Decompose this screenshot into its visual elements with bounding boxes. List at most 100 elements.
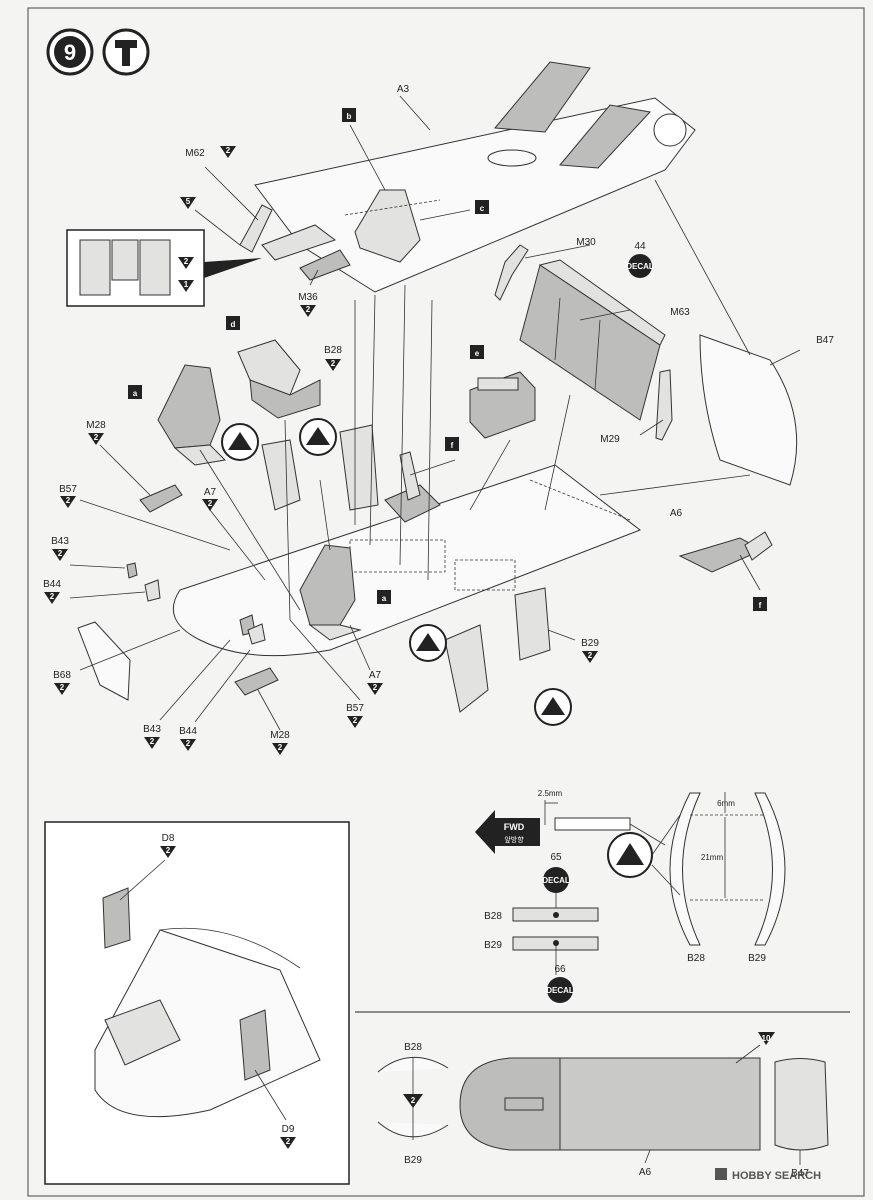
badge-f-right: [753, 597, 767, 611]
part-b44-lower: [247, 623, 266, 645]
qty-marker: [325, 359, 341, 371]
label-b43-lower: B43: [143, 724, 161, 735]
qty-marker: [178, 280, 194, 292]
leader-lines: [69, 95, 801, 731]
qty-marker: [144, 737, 160, 749]
label-b57-lower: B57: [346, 703, 364, 714]
part-e-battery: [469, 371, 536, 439]
badge-f-center: [445, 437, 459, 451]
label-b44-upper: B44: [43, 579, 61, 590]
label-a3: A3: [397, 84, 410, 95]
badge-a-lower: [377, 590, 391, 604]
label-b29-upper: B29: [581, 638, 599, 649]
label-b57-upper: B57: [59, 484, 77, 495]
marker-icon: [409, 624, 447, 662]
label-m62: M62: [185, 148, 205, 159]
dim-6mm: 6mm: [717, 799, 735, 808]
qty-marker: [178, 257, 194, 269]
qty-marker: [300, 305, 316, 317]
badge-c-letter: c: [480, 204, 485, 213]
part-a-seat-upper: [157, 364, 227, 466]
qty-marker: [582, 651, 598, 663]
marker-icon: [221, 423, 259, 461]
dimension-strip: 2.5mm: [538, 789, 666, 846]
badge-b-letter: b: [347, 112, 352, 121]
decal-65: 65 DECAL: [542, 852, 570, 915]
qty-marker: [180, 197, 196, 209]
part-m29: [655, 369, 673, 441]
qty-b43-upper: 2: [58, 549, 63, 558]
part-b29-panels: [444, 587, 551, 713]
label-d8: D8: [162, 833, 175, 844]
label-d9: D9: [282, 1124, 295, 1135]
badge-d: [226, 316, 240, 330]
badge-f-letter: f: [451, 441, 454, 450]
decal-44-label: DECAL: [626, 262, 654, 271]
qty-marker: [347, 716, 363, 728]
part-m30: [494, 244, 529, 301]
part-a-seat-lower: [299, 544, 362, 641]
label-b28-floor: B28: [404, 1042, 422, 1053]
qty-b29-upper: 2: [588, 651, 593, 660]
decal-66: 66 DECAL: [546, 945, 574, 1003]
badge-a-letter: a: [133, 389, 138, 398]
marker-icon: [607, 832, 653, 878]
seq-5: 5: [186, 197, 191, 206]
label-m63: M63: [670, 307, 690, 318]
decal-44-number: 44: [634, 241, 646, 252]
step-number: 9: [64, 40, 76, 65]
qty-m28-upper: 2: [94, 433, 99, 442]
decal-66-label: DECAL: [546, 986, 574, 995]
qty-a7-upper: 2: [208, 499, 213, 508]
part-m36: [299, 249, 351, 281]
label-b68: B68: [53, 670, 71, 681]
part-b43-upper: [126, 562, 138, 579]
decal-65-number: 65: [550, 852, 562, 863]
marker-icon: [534, 688, 572, 726]
label-b29-strip: B29: [484, 940, 502, 951]
watermark-text: HOBBY SEARCH: [732, 1170, 821, 1182]
badge-d-letter: d: [231, 320, 236, 329]
label-a6-floor: A6: [639, 1167, 652, 1178]
label-b44-lower: B44: [179, 726, 197, 737]
part-b68: [77, 621, 131, 701]
step-ref-10: 10: [762, 1034, 771, 1043]
fwd-label-kr: 앞방향: [504, 835, 524, 844]
qty-marker: [367, 683, 383, 695]
qty-d9: 2: [286, 1137, 291, 1146]
part-a3-floor: [254, 61, 696, 293]
label-b28-profile: B28: [687, 953, 705, 964]
assembled-view-inset: D8 2 D9 2: [44, 821, 350, 1185]
label-b43-upper: B43: [51, 536, 69, 547]
part-f-pedal: [384, 451, 441, 523]
step-number-badge: 9: [46, 28, 94, 76]
seq-1: 1: [184, 280, 189, 289]
badge-f-right-letter: f: [759, 601, 762, 610]
marker-icon: [299, 418, 337, 456]
qty-marker: [54, 683, 70, 695]
part-d-seat-cushion: [237, 339, 321, 419]
qty-floor: 2: [411, 1096, 416, 1105]
decal-65-label: DECAL: [542, 876, 570, 885]
qty-marker: [272, 743, 288, 755]
badge-a-lower-letter: a: [382, 594, 387, 603]
part-b28-panels: [261, 424, 379, 511]
qty-marker: [280, 1137, 296, 1149]
label-m28-lower: M28: [270, 730, 290, 741]
qty-m36: 2: [306, 305, 311, 314]
label-b47: B47: [816, 335, 834, 346]
watermark: HOBBY SEARCH: [715, 1168, 821, 1182]
qty-b57-upper: 2: [66, 496, 71, 505]
forward-arrow: FWD 앞방향: [475, 810, 540, 854]
radiator-profiles: 6mm 21mm B28 B29: [651, 792, 786, 964]
badge-c: [475, 200, 489, 214]
label-m30: M30: [576, 237, 596, 248]
qty-m28-lower: 2: [278, 743, 283, 752]
qty-marker: [160, 846, 176, 858]
part-m63-radio: [519, 259, 666, 421]
badge-a-upper: [128, 385, 142, 399]
dim-21mm: 21mm: [701, 853, 724, 862]
page-frame: [27, 7, 865, 1197]
qty-a7-lower: 2: [373, 683, 378, 692]
